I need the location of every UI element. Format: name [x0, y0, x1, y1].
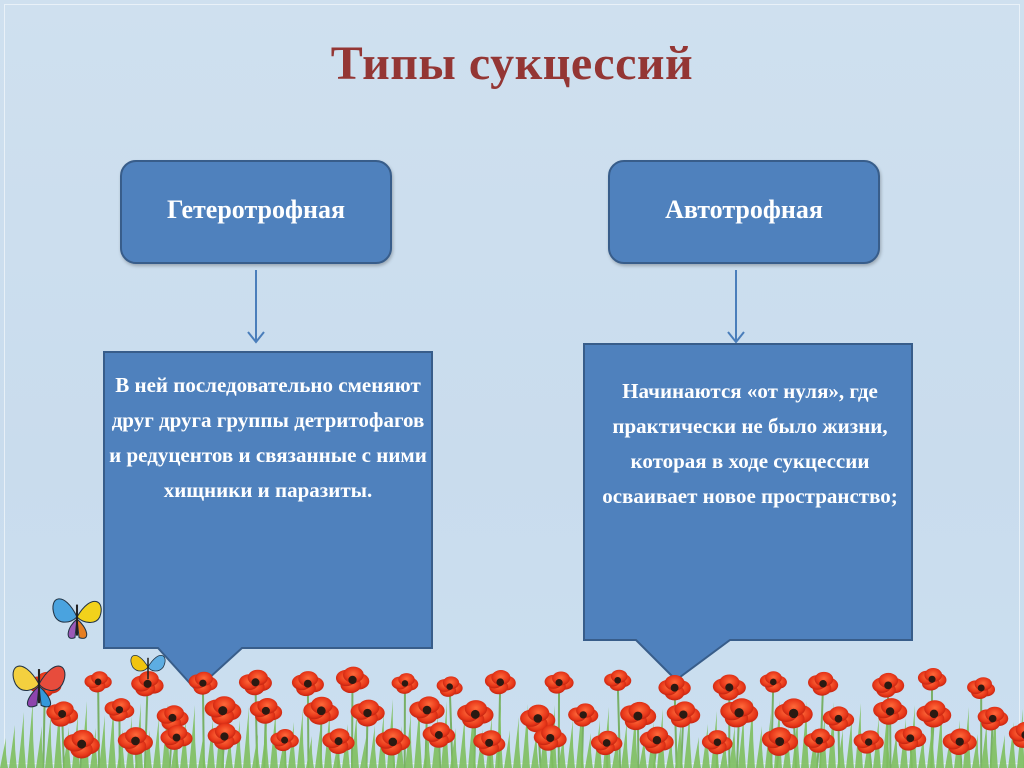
heterotrophic-box: Гетеротрофная [120, 160, 392, 264]
heterotrophic-description: В ней последовательно сменяют друг друга… [109, 373, 427, 502]
butterfly-icon [12, 665, 66, 708]
autotrophic-box: Автотрофная [608, 160, 880, 264]
butterfly-icon [130, 655, 166, 680]
heterotrophic-label: Гетеротрофная [166, 195, 346, 225]
down-arrow-icon [727, 270, 745, 344]
autotrophic-description: Начинаются «от нуля», где практически не… [602, 379, 898, 508]
down-arrow-icon [247, 270, 265, 344]
autotrophic-label: Автотрофная [665, 195, 823, 225]
butterfly-icon [52, 598, 102, 639]
slide-title: Типы сукцессий [330, 37, 694, 90]
poppy-flowers-decoration [0, 666, 1024, 768]
